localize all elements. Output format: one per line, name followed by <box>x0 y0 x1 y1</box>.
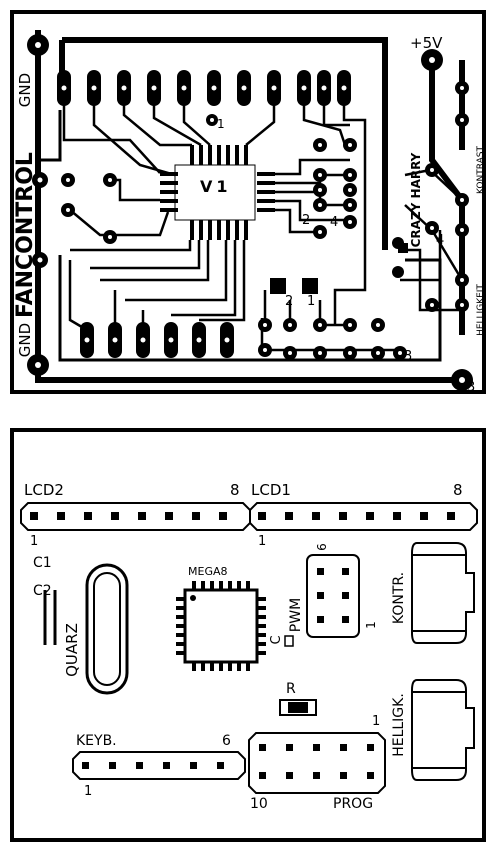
pin-label: 3 <box>404 349 412 364</box>
c2-label: C2 <box>33 583 52 599</box>
lcd2-pin-8: 8 <box>230 481 240 499</box>
pin-label: 4 <box>330 215 338 230</box>
helligkeit-pot <box>411 679 475 781</box>
author-label: CRAZY HARRY <box>409 152 423 247</box>
kontr-label: KONTR. <box>391 572 407 624</box>
kontrast-pot <box>411 542 475 644</box>
lcd2-label: LCD2 <box>24 481 64 499</box>
helligkeit-label: HELLIGKEIT <box>476 284 486 336</box>
pin-label: 1 <box>217 117 225 131</box>
vcc-label: +5V <box>410 34 443 52</box>
mcu-footprint <box>176 581 266 671</box>
keyb-pin-6: 6 <box>222 733 231 749</box>
chip-footprint <box>160 145 275 240</box>
keyb-pin-1: 1 <box>84 784 92 799</box>
big-pads <box>27 34 473 391</box>
quartz-body <box>85 563 129 695</box>
lcd2-header <box>20 502 251 531</box>
via-pads <box>61 81 469 360</box>
pwm-header <box>306 554 360 638</box>
lcd1-pin-1: 1 <box>258 534 266 549</box>
lcd1-header <box>249 502 478 531</box>
lcd1-label: LCD1 <box>251 481 291 499</box>
ground-rail <box>35 45 460 383</box>
gnd-bottom-label: GND <box>16 323 34 357</box>
hellig-label: HELLIGK. <box>391 693 407 757</box>
gnd-top-label: GND <box>16 73 34 107</box>
pin-label: 3 <box>467 380 475 395</box>
pin-label: 2 <box>302 213 310 228</box>
prog-pin-10: 10 <box>250 796 268 812</box>
pin-label: 1 <box>307 294 315 309</box>
pin-label: 4 <box>436 233 444 248</box>
vcc-rail <box>429 60 465 335</box>
top-bus <box>62 37 388 250</box>
copper-layer: FANCONTROL GND GND +5V V1 CRAZY HARRY KO… <box>10 10 486 395</box>
pwm-label: PWM <box>288 598 304 632</box>
version-label: V1 <box>200 177 232 196</box>
fancontrol-title: FANCONTROL <box>13 152 38 318</box>
pin-label: 2 <box>285 294 293 309</box>
lcd2-pin-1: 1 <box>30 534 38 549</box>
prog-header <box>248 732 386 794</box>
keyb-label: KEYB. <box>76 733 117 749</box>
square-pads <box>270 243 408 294</box>
keyb-header <box>72 751 246 780</box>
c3-label: C <box>269 635 284 644</box>
quarz-label: QUARZ <box>63 623 81 677</box>
r-label: R <box>286 681 296 697</box>
silkscreen-layer: LCD2 8 1 LCD1 8 1 C1 C2 QUARZ MEGA8 <box>10 428 486 842</box>
pwm-pin-1: 1 <box>364 621 378 629</box>
prog-label: PROG <box>333 796 373 812</box>
mcu-label: MEGA8 <box>188 565 228 578</box>
kontrast-label: KONTRAST <box>476 146 486 194</box>
lcd1-pin-8: 8 <box>453 481 463 499</box>
pwm-pin-6: 6 <box>315 543 329 551</box>
c1-label: C1 <box>33 555 52 571</box>
hellig-pin-1: 1 <box>372 714 380 729</box>
